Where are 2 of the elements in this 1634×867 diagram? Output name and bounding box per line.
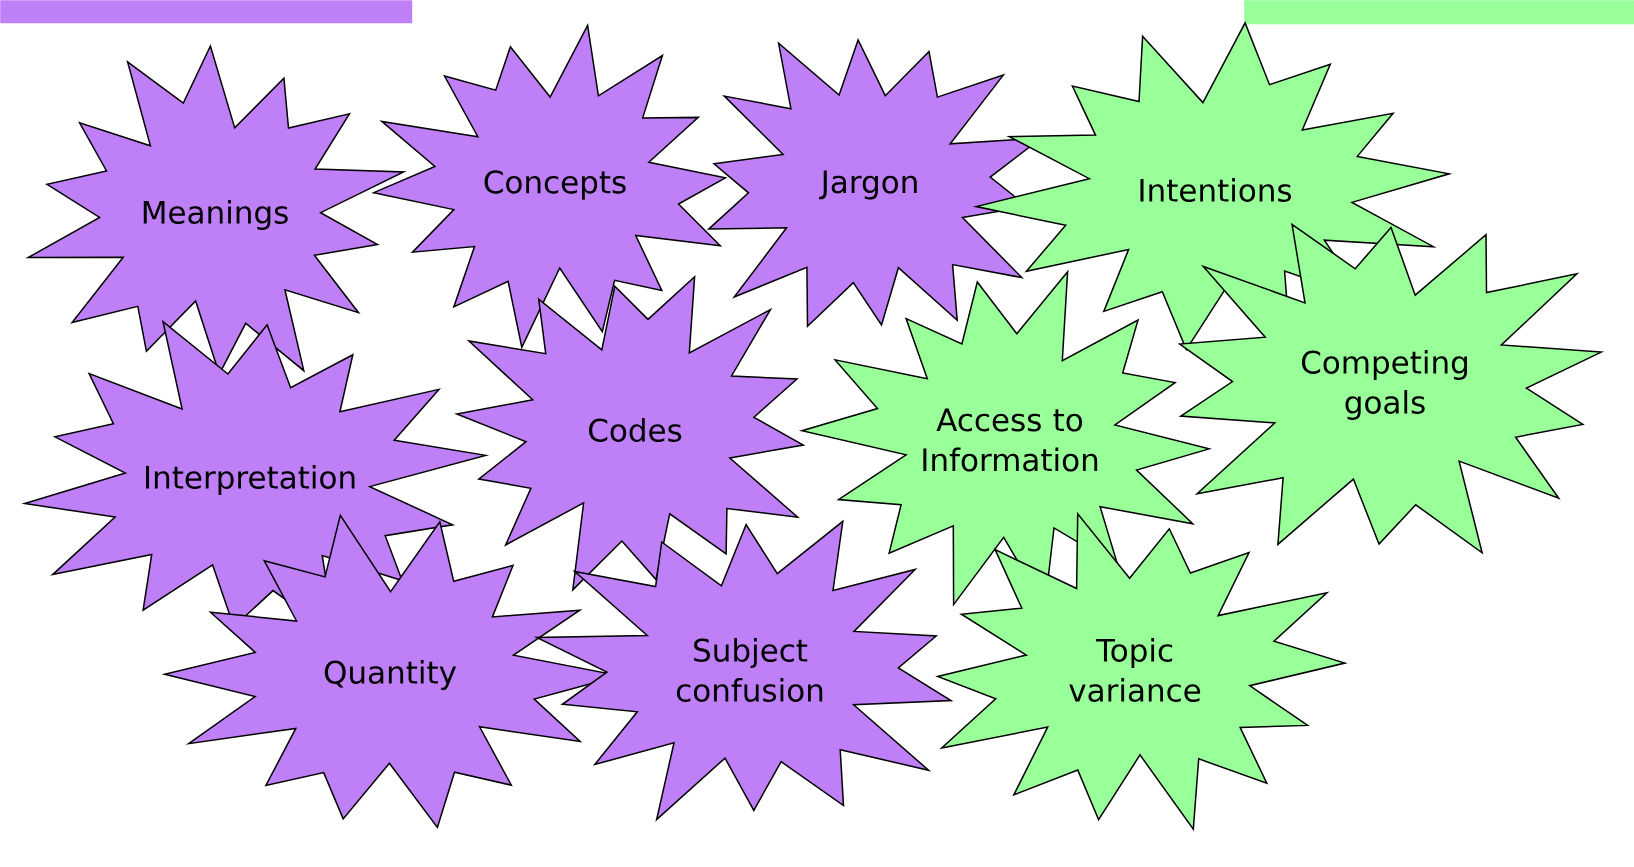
banner-bar xyxy=(0,0,413,24)
banner-bar xyxy=(1244,0,1634,25)
